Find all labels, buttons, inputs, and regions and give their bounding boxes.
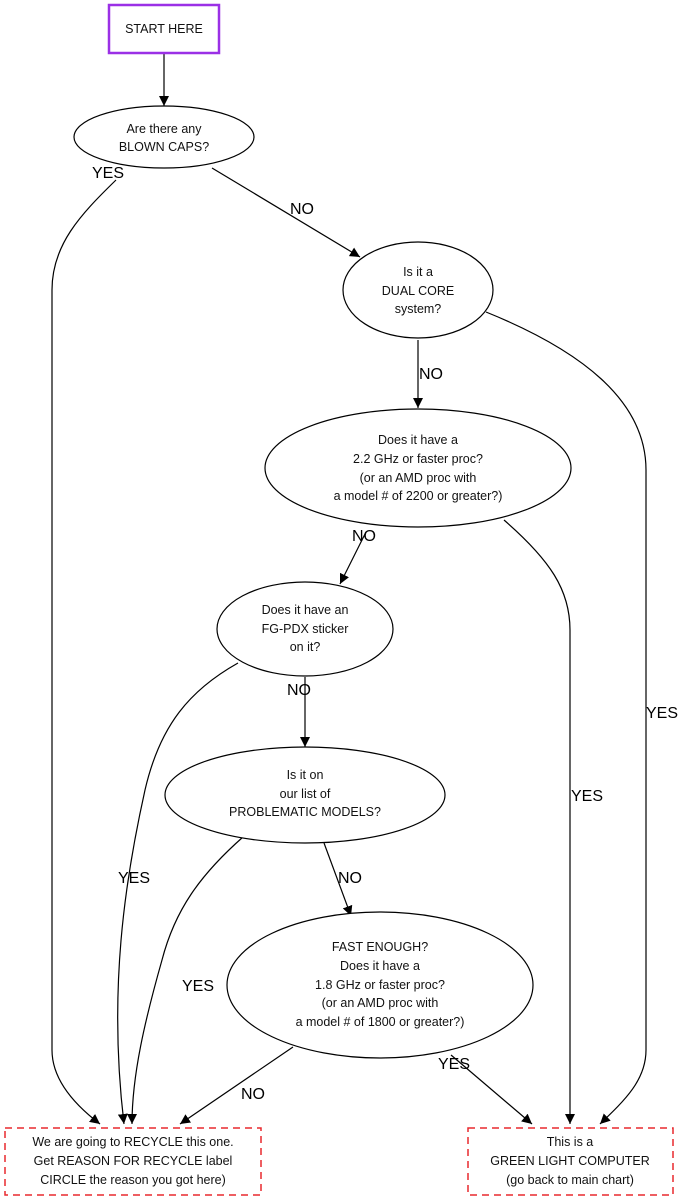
edge-label-fgpdx-no: NO xyxy=(287,682,311,699)
fast-18-line-1: FAST ENOUGH? xyxy=(332,940,428,954)
edge-label-problematic-no: NO xyxy=(338,870,362,887)
fast-22-ellipse xyxy=(264,408,572,528)
edge-label-fast-18-no: NO xyxy=(241,1086,265,1103)
fast-22-line-2: 2.2 GHz or faster proc? xyxy=(353,452,483,466)
problematic-ellipse xyxy=(164,746,446,844)
problematic-line-3: PROBLEMATIC MODELS? xyxy=(229,805,381,819)
node-fast-18: FAST ENOUGH? Does it have a 1.8 GHz or f… xyxy=(226,911,534,1059)
node-blown-caps: Are there any BLOWN CAPS? xyxy=(73,105,255,169)
recycle-line-2: Get REASON FOR RECYCLE label xyxy=(34,1154,233,1168)
fgpdx-ellipse xyxy=(216,581,394,677)
fast-18-line-3: 1.8 GHz or faster proc? xyxy=(315,978,445,992)
problematic-line-2: our list of xyxy=(280,787,331,801)
fast-18-line-5: a model # of 1800 or greater?) xyxy=(296,1015,465,1029)
fast-18-line-2: Does it have a xyxy=(340,959,420,973)
edge-label-fgpdx-yes: YES xyxy=(118,870,150,887)
recycle-line-3: CIRCLE the reason you got here) xyxy=(40,1173,226,1187)
fgpdx-line-1: Does it have an xyxy=(262,603,349,617)
node-fgpdx: Does it have an FG-PDX sticker on it? xyxy=(216,581,394,677)
fast-22-line-3: (or an AMD proc with xyxy=(360,471,477,485)
green-light-box xyxy=(467,1127,674,1196)
node-start-here: START HERE xyxy=(107,3,221,55)
green-light-line-1: This is a xyxy=(547,1135,594,1149)
edge-label-fast-18-yes: YES xyxy=(438,1056,470,1073)
edge-problematic-yes xyxy=(127,836,244,1125)
edge-label-blown-caps-no: NO xyxy=(290,201,314,218)
edge-problematic-no xyxy=(323,842,353,917)
problematic-line-1: Is it on xyxy=(287,768,324,782)
dual-core-ellipse xyxy=(342,241,494,339)
fast-22-line-1: Does it have a xyxy=(378,433,458,447)
dual-core-line-1: Is it a xyxy=(403,265,433,279)
edge-blown-caps-no xyxy=(211,167,361,258)
recycle-line-1: We are going to RECYCLE this one. xyxy=(32,1135,233,1149)
edge-label-blown-caps-yes: YES xyxy=(92,165,124,182)
dual-core-line-3: system? xyxy=(395,302,442,316)
blown-caps-line-2: BLOWN CAPS? xyxy=(119,140,209,154)
fgpdx-line-3: on it? xyxy=(290,640,321,654)
dual-core-line-2: DUAL CORE xyxy=(382,284,454,298)
fast-18-ellipse xyxy=(226,911,534,1059)
edge-label-fast-22-yes: YES xyxy=(571,788,603,805)
node-fast-22: Does it have a 2.2 GHz or faster proc? (… xyxy=(264,408,572,528)
fast-22-line-4: a model # of 2200 or greater?) xyxy=(334,489,503,503)
edge-label-problematic-yes: YES xyxy=(182,978,214,995)
start-box xyxy=(107,3,221,55)
node-recycle: We are going to RECYCLE this one. Get RE… xyxy=(4,1127,262,1196)
fgpdx-line-2: FG-PDX sticker xyxy=(262,622,349,636)
edge-fast-22-no xyxy=(339,531,367,585)
node-green-light: This is a GREEN LIGHT COMPUTER (go back … xyxy=(467,1127,674,1196)
node-dual-core: Is it a DUAL CORE system? xyxy=(342,241,494,339)
fast-18-line-4: (or an AMD proc with xyxy=(322,996,439,1010)
edge-label-fast-22-no: NO xyxy=(352,528,376,545)
start-label: START HERE xyxy=(125,22,203,36)
edge-fast-18-yes xyxy=(450,1054,533,1125)
green-light-line-2: GREEN LIGHT COMPUTER xyxy=(490,1154,650,1168)
edge-fgpdx-yes xyxy=(117,662,239,1125)
green-light-line-3: (go back to main chart) xyxy=(506,1173,634,1187)
edge-dual-core-yes xyxy=(485,311,647,1125)
blown-caps-line-1: Are there any xyxy=(126,122,202,136)
edge-blown-caps-yes xyxy=(51,179,117,1125)
edge-fast-18-no xyxy=(179,1046,294,1125)
node-problematic: Is it on our list of PROBLEMATIC MODELS? xyxy=(164,746,446,844)
blown-caps-ellipse xyxy=(73,105,255,169)
edge-label-dual-core-yes: YES xyxy=(646,705,678,722)
edge-fast-22-yes xyxy=(503,519,575,1124)
edge-label-dual-core-no: NO xyxy=(419,366,443,383)
recycle-box xyxy=(4,1127,262,1196)
